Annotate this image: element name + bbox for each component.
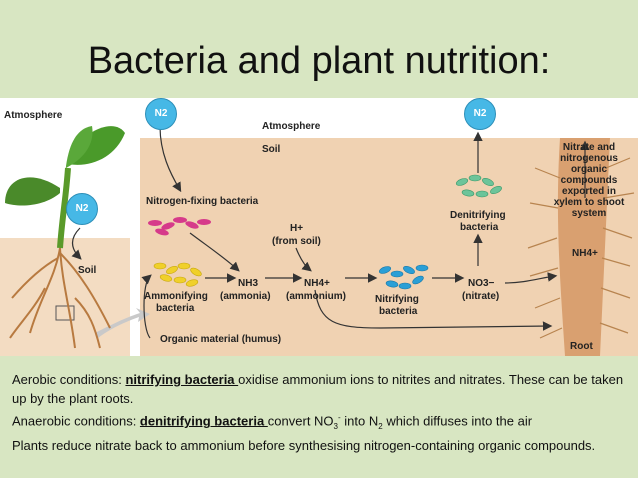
nh4-root-label: NH4+ [572,248,598,259]
slide-title: Bacteria and plant nutrition: [87,40,551,82]
from-soil-label: (from soil) [272,236,321,247]
nitrifying-bacteria-cluster [378,264,429,290]
nitrogen-fixing-label: Nitrogen-fixing bacteria [146,196,259,207]
atmosphere-label: Atmosphere [262,121,321,132]
denitrifying-bacteria-label: bacteria [460,222,499,233]
inset-cycle-arrow [71,227,82,260]
zoom-arrow [95,308,150,338]
denitrifying-highlight: denitrifying bacteria [139,413,268,429]
ammonium-label: (ammonium) [286,291,346,302]
arrow-no3-to-root [504,272,558,284]
description-text: Aerobic conditions: nitrifying bacteria … [12,370,628,455]
aerobic-paragraph: Aerobic conditions: nitrifying bacteria … [12,372,624,406]
inset-roots [9,247,111,349]
nitrogen-cycle-diagram: Atmosphere Atmosphere Soil Soil N2 N2 N2… [0,98,638,356]
organic-material-label: Organic material (humus) [160,334,282,345]
ammonia-label: (ammonia) [220,291,271,302]
nh4-label: NH4+ [304,278,330,289]
arrow-humus-to-ammonifying [141,274,152,339]
n2-bubble-right: N2 [464,98,496,130]
nitrifying-label: Nitrifying [375,294,419,305]
denitrifying-label: Denitrifying [450,210,506,221]
arrow-fixing-to-nh3 [189,232,240,272]
nitrate-export-label: Nitrate and nitrogenous organic compound… [553,142,625,219]
soil-label-inset: Soil [78,265,97,276]
h-plus-label: H+ [290,223,304,234]
no3-label: NO3− [468,278,495,289]
denitrifying-bacteria-cluster [455,174,502,198]
nh3-label: NH3 [238,278,259,289]
nitrifying-bacteria-label: bacteria [379,306,418,317]
nitrate-label: (nitrate) [462,291,500,302]
root-label: Root [570,341,593,352]
plant-stem [57,167,71,249]
ammonifying-label: Ammonifying [144,291,208,302]
zoom-box [55,305,75,321]
arrow-nh4-to-root [314,289,553,331]
soil-panel [140,138,638,356]
leaf-top [66,126,93,168]
reduction-paragraph: Plants reduce nitrate back to ammonium b… [12,437,596,453]
ammonifying-bacteria-cluster [153,262,202,287]
nitrifying-highlight: nitrifying bacteria [125,372,239,387]
inset-soil [0,238,130,356]
arrow-n2-to-fixing [159,125,182,193]
n2-bubble-inset: N2 [66,193,98,225]
atmosphere-label-left: Atmosphere [4,110,63,121]
root-hairs [527,157,635,339]
arrow-h-to-nh4 [295,247,312,272]
leaf-left [5,177,60,206]
atmosphere-strip [140,98,638,138]
anaerobic-paragraph: Anaerobic conditions: denitrifying bacte… [12,413,533,431]
nitrogen-fixing-bacteria-cluster [148,217,211,236]
main-root [557,138,610,356]
ammonifying-bacteria-label: bacteria [156,303,195,314]
soil-label: Soil [262,144,281,155]
diagram-graphics [0,98,638,356]
n2-bubble-left: N2 [145,98,177,130]
